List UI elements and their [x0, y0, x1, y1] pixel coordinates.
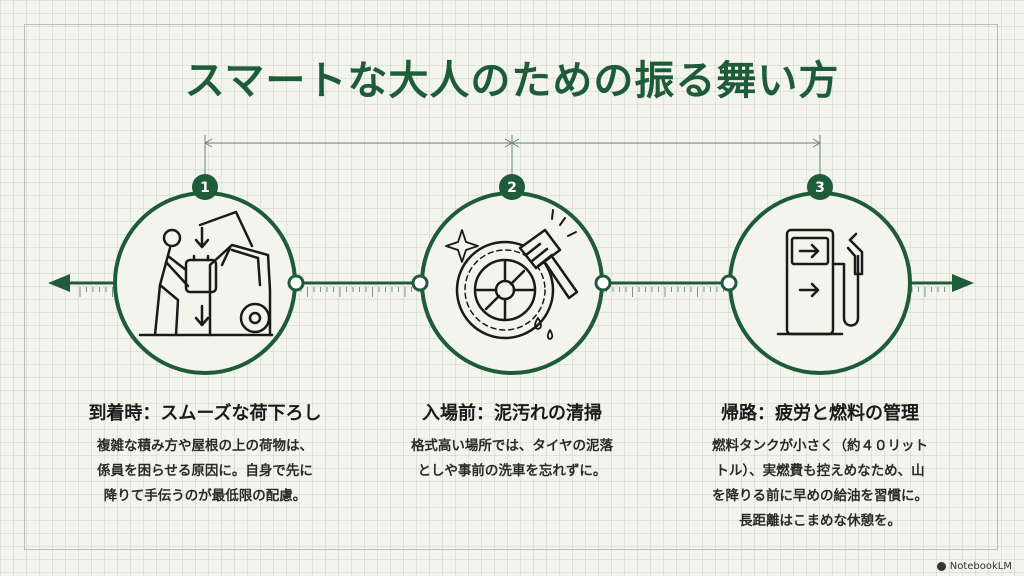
step-2-badge: 2 — [499, 174, 525, 200]
brand-watermark: NotebookLM — [936, 561, 1012, 572]
timeline-left-arrow-icon — [48, 274, 70, 292]
description-line: 長距離はこまめな休憩を。 — [739, 513, 901, 529]
step-1-label: 到着時：スムーズな荷下ろし — [88, 403, 322, 424]
step-3-badge: 3 — [807, 174, 833, 200]
svg-text:1: 1 — [200, 180, 210, 196]
description-line: 係員を困らせる原因に。自身で先に — [97, 463, 313, 479]
page-title: スマートな大人のための振る舞い方 — [184, 58, 840, 104]
page-frame — [24, 24, 998, 550]
step-2-description: 格式高い場所では、タイヤの泥落 としや事前の洗車を忘れずに。 — [367, 434, 657, 484]
description-line: を降りる前に早めの給油を習慣に。 — [712, 488, 928, 504]
description-line: としや事前の洗車を忘れずに。 — [417, 463, 607, 479]
description-line: 格式高い場所では、タイヤの泥落 — [410, 438, 614, 454]
step-3-description: 燃料タンクが小さく（約４０リット トル）、実燃費も控えめなため、山 を降りる前に… — [675, 434, 965, 534]
description-line: 降りて手伝うのが最低限の配慮。 — [103, 488, 307, 504]
step-1-description: 複雑な積み方や屋根の上の荷物は、 係員を困らせる原因に。自身で先に 降りて手伝う… — [60, 434, 350, 509]
step-2-label: 入場前：泥汚れの清掃 — [422, 403, 602, 424]
description-line: 燃料タンクが小さく（約４０リット — [712, 438, 928, 454]
step-1-badge: 1 — [192, 174, 218, 200]
timeline-right-arrow-icon — [952, 274, 974, 292]
svg-text:2: 2 — [507, 180, 517, 196]
description-line: 複雑な積み方や屋根の上の荷物は、 — [97, 438, 313, 454]
brand-name: NotebookLM — [949, 561, 1012, 572]
description-line: トル）、実燃費も控えめなため、山 — [715, 463, 925, 479]
person-unloading-car-trunk-icon — [138, 210, 274, 337]
timeline-nodes — [287, 274, 738, 292]
tire-cleaning-brush-icon — [445, 209, 579, 340]
notebooklm-icon — [936, 562, 946, 571]
fuel-pump-icon — [776, 228, 864, 336]
step-3-circle — [728, 191, 912, 375]
step-1-circle — [113, 191, 297, 375]
svg-text:3: 3 — [815, 180, 825, 196]
dimension-line — [203, 135, 822, 180]
step-3-label: 帰路：疲労と燃料の管理 — [721, 403, 919, 424]
